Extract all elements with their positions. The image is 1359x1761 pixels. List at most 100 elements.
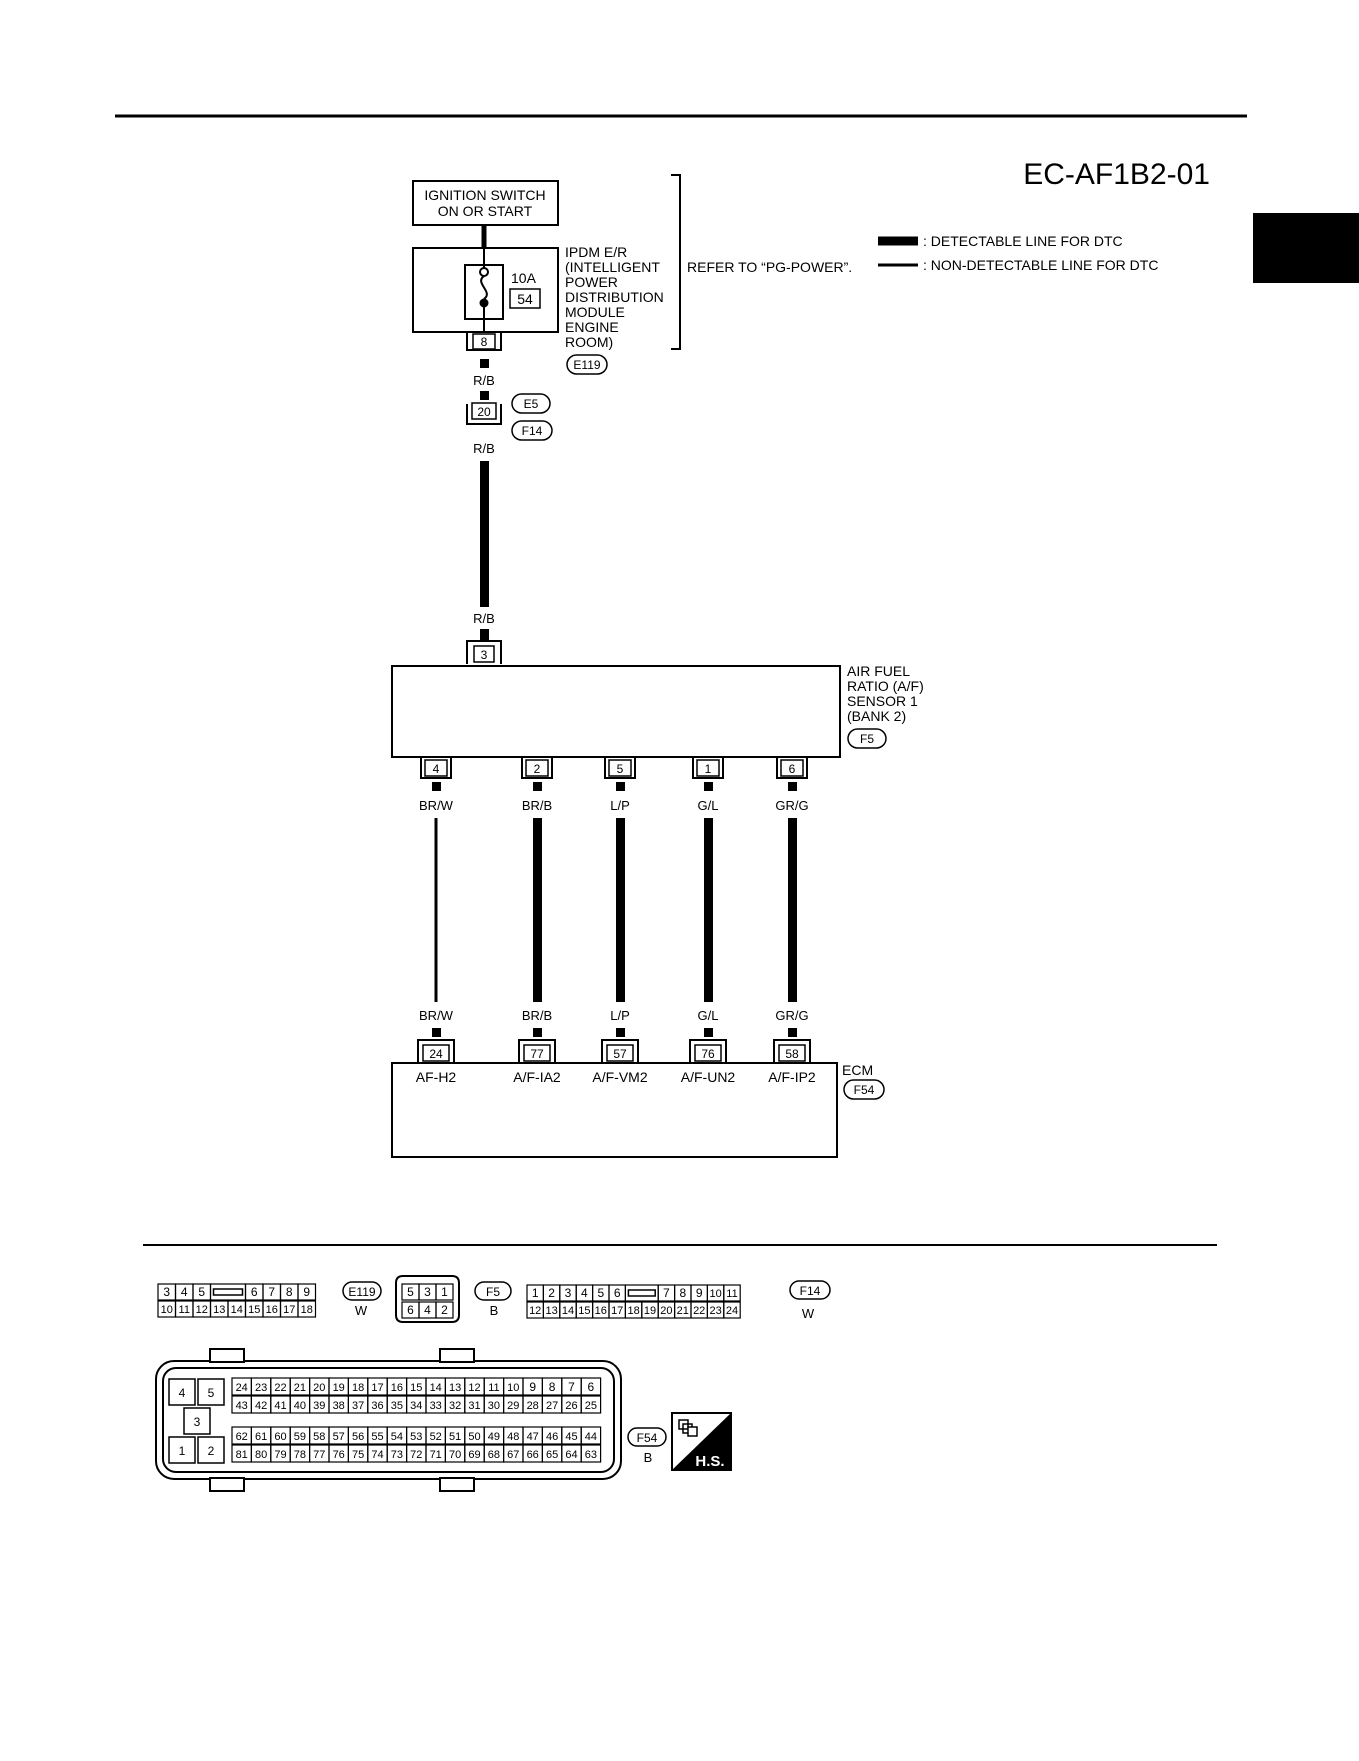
f5-pin-2: 2 xyxy=(441,1303,448,1317)
af-sensor-pin-1: 1 xyxy=(705,762,712,776)
connector-view-f54-name: F54 xyxy=(637,1431,658,1445)
f54-pin-59: 59 xyxy=(294,1431,306,1443)
f54-pin-9: 9 xyxy=(529,1380,536,1394)
f5-pin-1-cell xyxy=(435,1283,454,1301)
ecm-box xyxy=(391,1062,838,1158)
wire-rb-label-3: R/B xyxy=(473,611,495,626)
connector-view-f54-color: B xyxy=(644,1450,653,1465)
connector-view-f5-color: B xyxy=(490,1303,499,1318)
ipdm-box: 10A 54 xyxy=(412,225,559,333)
f14-pin-19: 19 xyxy=(644,1305,656,1317)
wire-channel-4: 1 G/L G/L 76 A/F-UN2 xyxy=(681,757,735,1085)
f54-pin-13: 13 xyxy=(449,1382,461,1394)
f54-pin-58: 58 xyxy=(313,1431,325,1443)
e119-pin-18: 18 xyxy=(301,1304,313,1316)
f54-pin-21: 21 xyxy=(294,1382,306,1394)
f54-pin-42: 42 xyxy=(255,1400,267,1412)
e119-pin-9-cell xyxy=(297,1283,317,1301)
e119-pin-15: 15 xyxy=(248,1304,260,1316)
ecm-pin-24: 24 xyxy=(429,1047,443,1061)
f54-pin-41: 41 xyxy=(274,1400,286,1412)
f54-pin-35: 35 xyxy=(391,1400,403,1412)
f54-pin-34: 34 xyxy=(410,1400,422,1412)
e119-pin-14: 14 xyxy=(231,1304,243,1316)
f14-pin-15: 15 xyxy=(578,1305,590,1317)
f54-pin-45: 45 xyxy=(565,1431,577,1443)
f54-pin-25: 25 xyxy=(585,1400,597,1412)
f54-pin-40: 40 xyxy=(294,1400,306,1412)
f54-pin-57: 57 xyxy=(333,1431,345,1443)
f14-pin-21: 21 xyxy=(677,1305,689,1317)
svg-text:3: 3 xyxy=(481,648,488,662)
af-sensor-label: AIR FUEL RATIO (A/F) SENSOR 1 (BANK 2) xyxy=(847,663,924,724)
connector-view-e119-name: E119 xyxy=(348,1285,375,1299)
f54-pin-46: 46 xyxy=(546,1431,558,1443)
f54-pin-68: 68 xyxy=(488,1449,500,1461)
af-sensor-pin-3: 3 xyxy=(466,640,502,664)
f54-pin-76: 76 xyxy=(333,1449,345,1461)
f54-pin-51: 51 xyxy=(449,1431,461,1443)
e119-pin-8: 8 xyxy=(286,1285,293,1299)
e119-pin-3: 3 xyxy=(163,1285,170,1299)
f54-pin-62: 62 xyxy=(236,1431,248,1443)
svg-text:F54: F54 xyxy=(854,1083,875,1097)
connector-view-f5-name: F5 xyxy=(486,1285,500,1299)
wire-label-gr-g-top: GR/G xyxy=(775,798,808,813)
wire-gr-g xyxy=(788,818,797,1002)
wire-br-b xyxy=(533,818,542,1002)
connector-view-f14-color: W xyxy=(802,1306,815,1321)
f14-pin-6: 6 xyxy=(614,1286,621,1300)
f54-pin-64: 64 xyxy=(565,1449,577,1461)
f14-pin-11: 11 xyxy=(726,1288,737,1300)
svg-text:R/B: R/B xyxy=(473,373,495,388)
f14-pin-11-cell xyxy=(723,1284,741,1302)
connector-view-f54-labels: F54 B xyxy=(627,1427,667,1465)
f14-pin-7: 7 xyxy=(663,1286,670,1300)
f14-pin-10: 10 xyxy=(709,1288,721,1300)
f5-pin-5: 5 xyxy=(407,1285,414,1299)
f54-pin-1: 1 xyxy=(179,1444,186,1458)
svg-text:E119: E119 xyxy=(573,358,600,372)
refer-note: REFER TO “PG-POWER”. xyxy=(687,259,852,275)
f54-pin-49: 49 xyxy=(488,1431,500,1443)
f54-pin-29: 29 xyxy=(507,1400,519,1412)
e119-pin-key-cell xyxy=(209,1283,247,1301)
f54-pin-24: 24 xyxy=(236,1382,248,1394)
af-sensor-label-line-3: SENSOR 1 xyxy=(847,693,918,709)
f14-pin-key-key xyxy=(627,1289,656,1297)
f54-pin-25-cell xyxy=(580,1395,602,1414)
f54-pin-74: 74 xyxy=(371,1449,383,1461)
af-sensor-pin-5: 5 xyxy=(617,762,624,776)
f54-pin-23: 23 xyxy=(255,1382,267,1394)
wire-rb-stub xyxy=(480,629,489,641)
page-tab xyxy=(1253,213,1359,283)
svg-text:F5: F5 xyxy=(860,732,874,746)
wire-rb-detectable xyxy=(480,461,489,607)
ipdm-label-line-1: IPDM E/R xyxy=(565,244,627,260)
connector-view-f14-name: F14 xyxy=(800,1284,821,1298)
e119-pin-17: 17 xyxy=(283,1304,295,1316)
f54-pin-72: 72 xyxy=(410,1449,422,1461)
f54-pin-6: 6 xyxy=(588,1380,595,1394)
fuse-number: 54 xyxy=(517,291,533,307)
f54-pin-27: 27 xyxy=(546,1400,558,1412)
ignition-switch-line-1: IGNITION SWITCH xyxy=(424,187,545,203)
connector-view-e119-labels: E119 W xyxy=(342,1281,382,1318)
wire-g-l xyxy=(704,818,713,1002)
f54-pin-5: 5 xyxy=(208,1386,215,1400)
af-sensor-label-line-4: (BANK 2) xyxy=(847,708,906,724)
f14-pin-14: 14 xyxy=(562,1305,574,1317)
f14-pin-20: 20 xyxy=(660,1305,672,1317)
ipdm-pin-8: 8 xyxy=(466,332,502,351)
wire-label-br-w-top: BR/W xyxy=(419,798,454,813)
wire-channel-3: 5 L/P L/P 57 A/F-VM2 xyxy=(592,757,648,1085)
f54-pin-31: 31 xyxy=(468,1400,480,1412)
ipdm-label-line-3: POWER xyxy=(565,274,618,290)
connector-tag-e119: E119 xyxy=(566,354,608,375)
f54-pin-47: 47 xyxy=(527,1431,539,1443)
connector-view-f54-left-block: 4 5 3 1 2 xyxy=(168,1378,225,1464)
